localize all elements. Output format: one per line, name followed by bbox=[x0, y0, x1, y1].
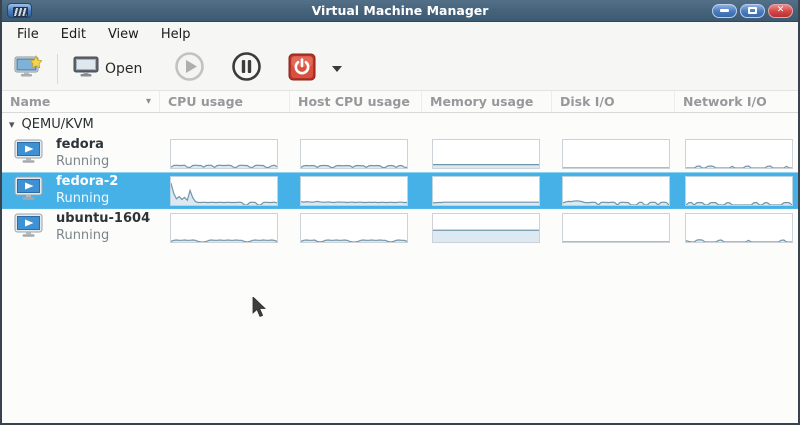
vm-status: Running bbox=[56, 227, 110, 243]
memory-sparkline bbox=[432, 138, 540, 169]
expander-icon[interactable]: ▾ bbox=[9, 117, 15, 131]
vm-name: fedora-2 bbox=[56, 174, 119, 190]
cpu-sparkline bbox=[170, 138, 278, 169]
close-button[interactable]: ✕ bbox=[768, 3, 793, 18]
minimize-button[interactable] bbox=[712, 3, 737, 18]
column-header-cpu-usage[interactable]: CPU usage bbox=[160, 91, 290, 112]
vm-monitor-play-icon bbox=[14, 213, 43, 242]
sort-arrow-icon: ▾ bbox=[145, 96, 151, 107]
network-chart-cell bbox=[675, 135, 798, 172]
memory-sparkline bbox=[432, 175, 540, 206]
disk-chart-cell bbox=[552, 209, 675, 246]
menu-help[interactable]: Help bbox=[160, 27, 191, 42]
memory-chart-cell bbox=[422, 209, 552, 246]
maximize-button[interactable] bbox=[740, 3, 765, 18]
open-button-label: Open bbox=[105, 60, 143, 77]
menu-file[interactable]: File bbox=[17, 27, 39, 42]
maximize-icon bbox=[748, 7, 757, 14]
menu-view[interactable]: View bbox=[107, 27, 139, 42]
column-header-name[interactable]: Name ▾ bbox=[2, 91, 160, 112]
network-chart-cell bbox=[675, 209, 798, 246]
mouse-cursor-icon bbox=[252, 296, 267, 323]
host-cpu-sparkline bbox=[300, 212, 408, 243]
column-header-label: Memory usage bbox=[430, 94, 534, 109]
title-bar: Virtual Machine Manager ✕ bbox=[2, 0, 798, 22]
run-button[interactable] bbox=[168, 48, 211, 89]
connection-row-qemu-kvm[interactable]: ▾ QEMU/KVM bbox=[2, 113, 798, 135]
new-vm-icon bbox=[14, 54, 43, 83]
close-icon: ✕ bbox=[776, 5, 785, 15]
column-header-label: CPU usage bbox=[168, 94, 244, 109]
column-headers: Name ▾ CPU usage Host CPU usage Memory usage… bbox=[2, 91, 798, 113]
pause-button[interactable] bbox=[225, 48, 268, 89]
column-header-label: Host CPU usage bbox=[298, 94, 410, 109]
disk-sparkline bbox=[562, 212, 670, 243]
column-header-disk-i-o[interactable]: Disk I/O bbox=[552, 91, 675, 112]
disk-sparkline bbox=[562, 175, 670, 206]
network-sparkline bbox=[685, 175, 793, 206]
new-vm-button[interactable] bbox=[8, 52, 48, 86]
column-header-host-cpu-usage[interactable]: Host CPU usage bbox=[290, 91, 422, 112]
column-header-network-i-o[interactable]: Network I/O bbox=[675, 91, 798, 112]
connection-label: QEMU/KVM bbox=[21, 116, 94, 132]
vm-monitor-play-icon bbox=[14, 176, 43, 205]
cpu-sparkline bbox=[170, 212, 278, 243]
open-button[interactable]: Open bbox=[67, 53, 148, 85]
vm-name: fedora bbox=[56, 137, 104, 153]
power-icon bbox=[288, 53, 316, 85]
app-window-icon bbox=[7, 3, 32, 18]
host-cpu-sparkline bbox=[300, 138, 408, 169]
shutdown-menu-arrow-icon[interactable] bbox=[332, 65, 343, 72]
host-cpu-sparkline bbox=[300, 175, 408, 206]
column-header-label: Name bbox=[10, 94, 51, 109]
shutdown-button[interactable] bbox=[282, 50, 322, 88]
cpu-chart-cell bbox=[160, 172, 290, 209]
disk-chart-cell bbox=[552, 135, 675, 172]
menu-bar: File Edit View Help bbox=[2, 22, 798, 47]
column-header-label: Disk I/O bbox=[560, 94, 615, 109]
host-cpu-chart-cell bbox=[290, 135, 422, 172]
host-cpu-chart-cell bbox=[290, 209, 422, 246]
menu-edit[interactable]: Edit bbox=[60, 27, 86, 42]
network-sparkline bbox=[685, 138, 793, 169]
toolbar: Open bbox=[2, 47, 798, 91]
open-vm-icon bbox=[73, 56, 99, 82]
host-cpu-chart-cell bbox=[290, 172, 422, 209]
vm-monitor-play-icon bbox=[14, 139, 43, 168]
toolbar-separator bbox=[57, 53, 58, 84]
column-header-label: Network I/O bbox=[683, 94, 767, 109]
disk-sparkline bbox=[562, 138, 670, 169]
window-controls: ✕ bbox=[712, 3, 793, 18]
memory-chart-cell bbox=[422, 172, 552, 209]
play-icon bbox=[174, 51, 205, 86]
network-sparkline bbox=[685, 212, 793, 243]
memory-chart-cell bbox=[422, 135, 552, 172]
network-chart-cell bbox=[675, 172, 798, 209]
vm-status: Running bbox=[56, 190, 110, 206]
disk-chart-cell bbox=[552, 172, 675, 209]
cpu-chart-cell bbox=[160, 209, 290, 246]
pause-icon bbox=[231, 51, 262, 86]
memory-sparkline bbox=[432, 212, 540, 243]
cpu-chart-cell bbox=[160, 135, 290, 172]
window-title: Virtual Machine Manager bbox=[311, 2, 489, 18]
cpu-sparkline bbox=[170, 175, 278, 206]
vm-status: Running bbox=[56, 153, 110, 169]
minimize-icon bbox=[720, 9, 729, 12]
column-header-memory-usage[interactable]: Memory usage bbox=[422, 91, 552, 112]
vm-name: ubuntu-1604 bbox=[56, 211, 151, 227]
